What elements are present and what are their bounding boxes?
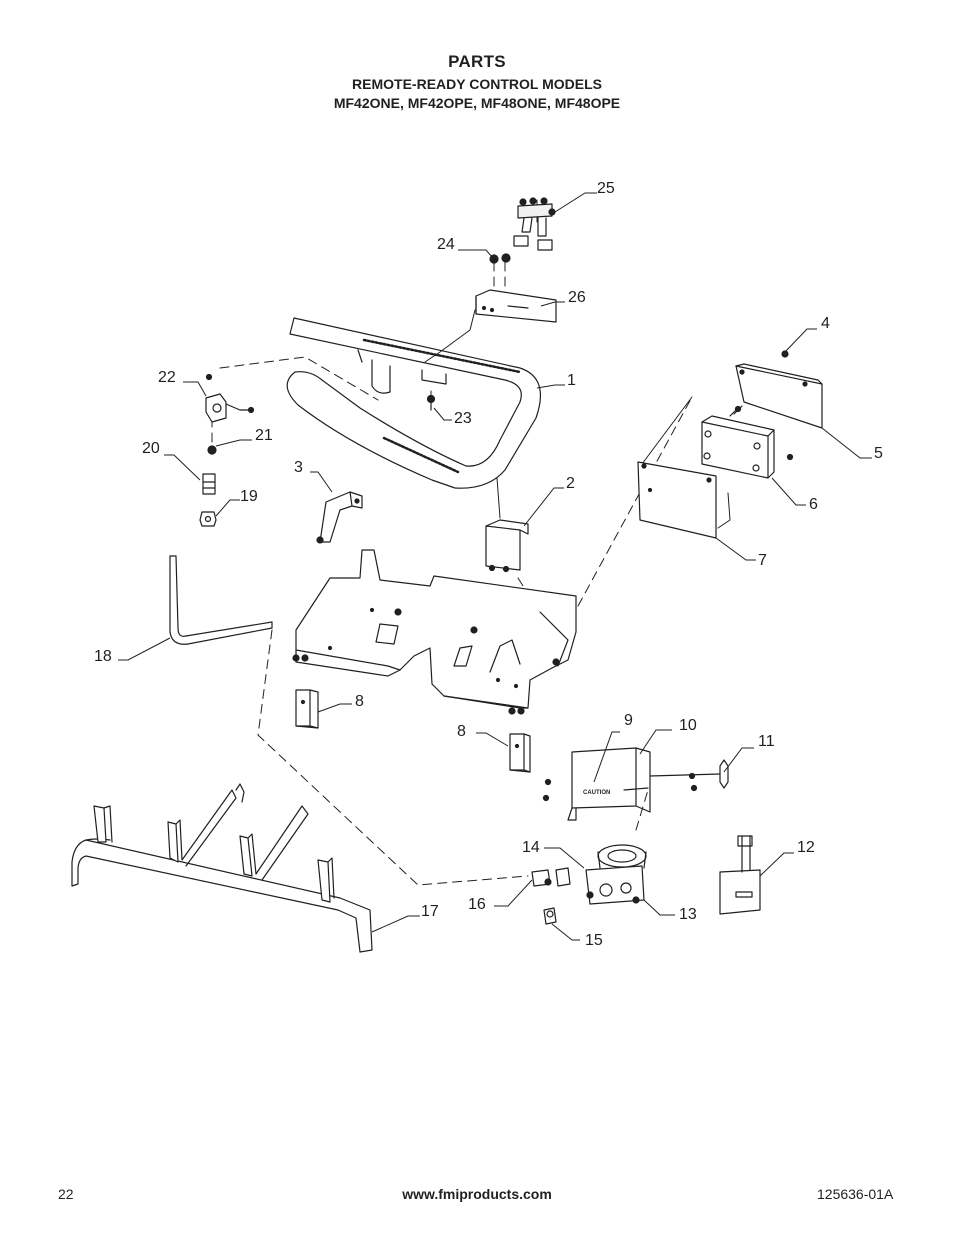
- callout-5: 5: [874, 445, 883, 462]
- callout-18: 18: [94, 648, 112, 665]
- callout-22: 22: [158, 369, 176, 386]
- part-24-screws: [489, 253, 511, 264]
- part-8-leg-right: [509, 733, 531, 773]
- valve-caution-label: CAUTION: [583, 790, 610, 796]
- callout-8-right: 8: [457, 723, 466, 740]
- document-code: 125636-01A: [817, 1186, 894, 1202]
- callout-25: 25: [597, 180, 615, 197]
- callout-8-left: 8: [355, 693, 364, 710]
- model-list: MF42ONE, MF42OPE, MF48ONE, MF48OPE: [333, 95, 621, 111]
- part-6-receiver-box: [701, 405, 794, 479]
- page-number: 22: [58, 1186, 74, 1202]
- connection-lines: [424, 309, 731, 529]
- part-4-screw: [781, 350, 789, 358]
- part-23-screw: [426, 394, 436, 411]
- page-title: PARTS: [448, 52, 506, 71]
- callout-3: 3: [294, 459, 303, 476]
- callout-4: 4: [821, 315, 830, 332]
- burner-pan: [292, 549, 577, 715]
- part-14-fitting: [555, 867, 571, 887]
- callout-15: 15: [585, 932, 603, 949]
- callout-17: 17: [421, 903, 439, 920]
- part-5-bracket: [735, 363, 823, 429]
- callout-2: 2: [566, 475, 575, 492]
- callout-10: 10: [679, 717, 697, 734]
- part-17-grate: [71, 783, 373, 953]
- website-link[interactable]: www.fmiproducts.com: [402, 1186, 552, 1202]
- callout-13: 13: [679, 906, 697, 923]
- part-15-fitting: [543, 907, 557, 925]
- callout-14: 14: [522, 839, 540, 856]
- callout-21: 21: [255, 427, 273, 444]
- callout-24: 24: [437, 236, 455, 253]
- callout-9: 9: [624, 712, 633, 729]
- assembly-lines: [211, 199, 693, 886]
- callout-leaders: [118, 192, 872, 941]
- part-21-nut: [207, 445, 217, 455]
- callout-23: 23: [454, 410, 472, 427]
- part-22-clip: [205, 373, 255, 423]
- callout-26: 26: [568, 289, 586, 306]
- part-18-tubing: [169, 555, 273, 645]
- callout-labels: 25 24 26 4 22 1 23 21 20 5 19 3 2 6 7 18…: [94, 180, 883, 949]
- part-16-fitting: [531, 869, 552, 887]
- part-7-plate: [637, 461, 717, 539]
- part-20-fitting: [202, 473, 216, 495]
- callout-19: 19: [240, 488, 258, 505]
- callout-7: 7: [758, 552, 767, 569]
- part-19-nut: [199, 511, 217, 527]
- part-13-gas-valve: [585, 844, 647, 905]
- callout-6: 6: [809, 496, 818, 513]
- part-25-electrode-module: [513, 197, 556, 251]
- callout-11: 11: [758, 733, 775, 750]
- part-12-module: [719, 835, 761, 915]
- part-10-valve-bracket: [542, 747, 651, 821]
- part-26-bracket: [475, 289, 557, 323]
- callout-16: 16: [468, 896, 486, 913]
- part-3-bracket: [316, 491, 363, 544]
- callout-1: 1: [567, 372, 576, 389]
- part-8-leg-left: [295, 689, 319, 729]
- part-1-burner: [286, 317, 542, 489]
- part-11-knob: [649, 759, 729, 792]
- callout-12: 12: [797, 839, 815, 856]
- callout-20: 20: [142, 440, 160, 457]
- part-2-bracket: [485, 519, 529, 573]
- page-subtitle: REMOTE-READY CONTROL MODELS: [352, 76, 602, 92]
